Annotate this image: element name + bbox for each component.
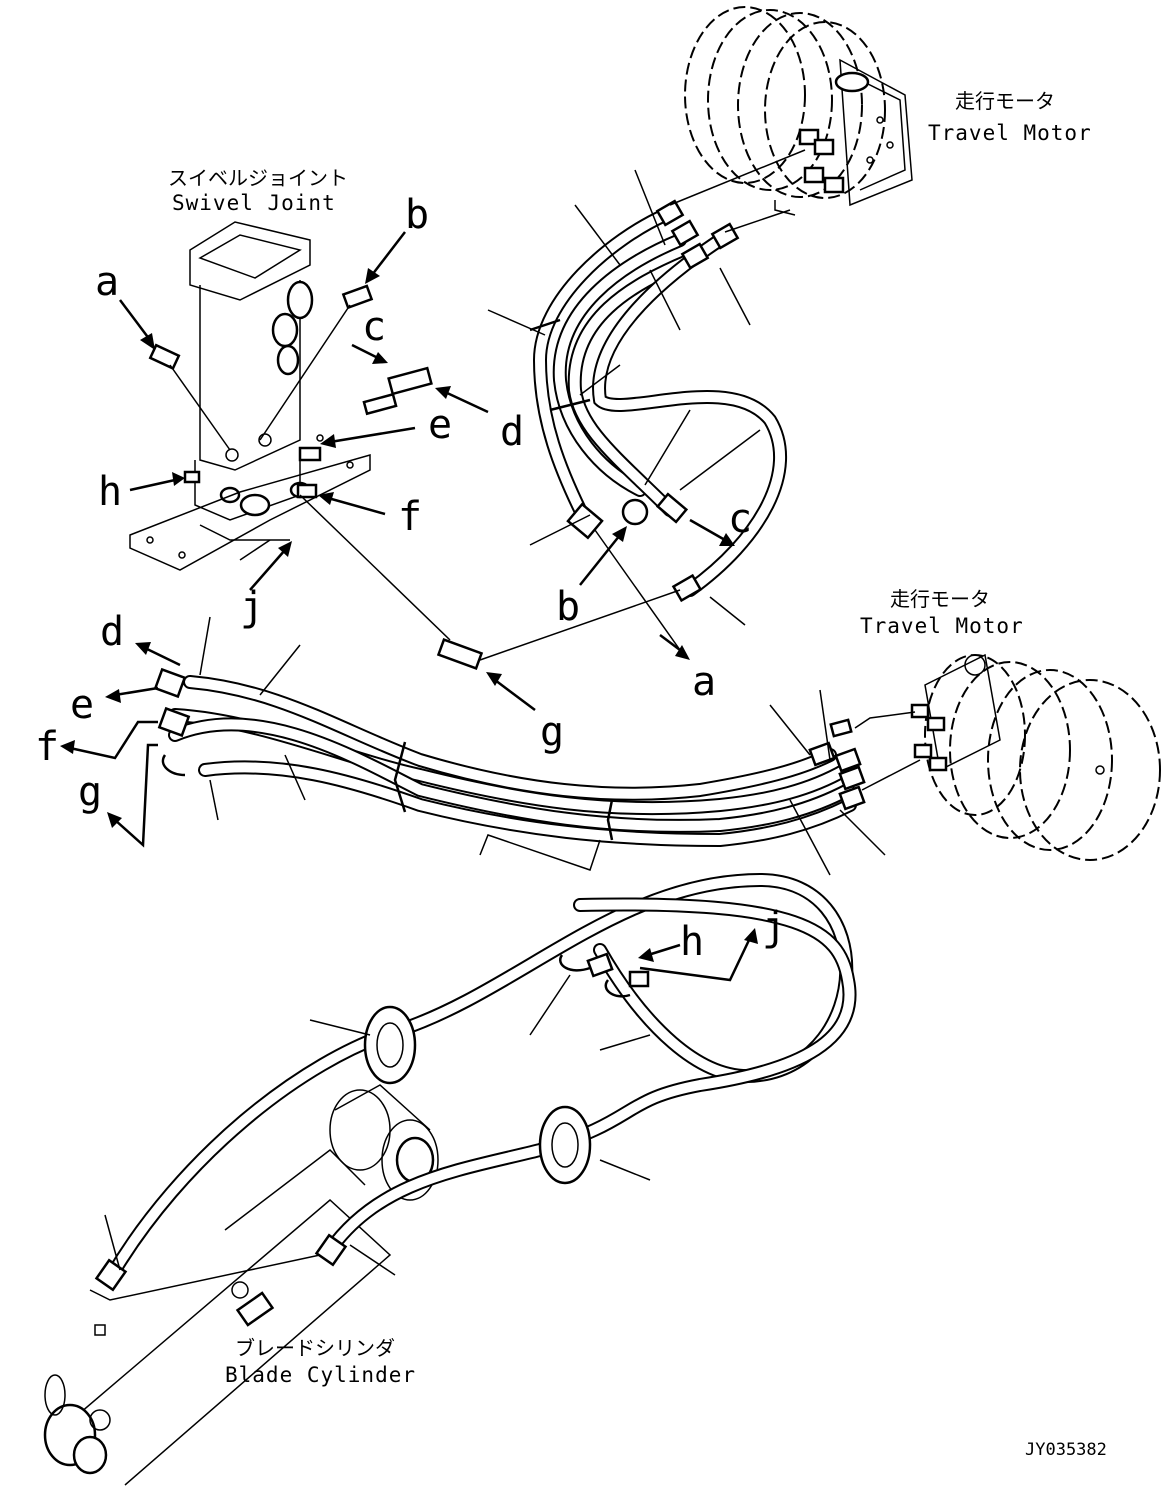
arrow-a1 xyxy=(119,299,155,350)
blade-hose-lines xyxy=(94,872,857,1292)
fitting-h xyxy=(183,470,201,484)
callout-a-bundle: a xyxy=(692,659,716,705)
callout-d-swivel: d xyxy=(500,409,524,455)
arrow-f2 xyxy=(60,720,158,760)
swivel-joint-drawing xyxy=(129,221,371,571)
arrow-b2 xyxy=(579,526,627,586)
swivel-joint-label-jp: スイベルジョイント xyxy=(168,166,348,190)
blade-cylinder-label: Blade Cylinder xyxy=(225,1363,416,1387)
fitting-c xyxy=(387,366,433,396)
callout-j-blade: j xyxy=(762,904,786,950)
travel-motor-upper-label-jp: 走行モータ xyxy=(955,89,1055,113)
fitting-g xyxy=(436,638,484,670)
callout-e-bundle: e xyxy=(70,682,94,728)
travel-motor-lower-label: Travel Motor xyxy=(860,614,1024,638)
arrow-h1 xyxy=(129,472,185,492)
travel-motor-lower-label-jp: 走行モータ xyxy=(890,587,990,611)
travel-motor-upper-label: Travel Motor xyxy=(928,121,1092,145)
swivel-joint-label: Swivel Joint xyxy=(172,191,336,215)
arrow-e2 xyxy=(105,686,159,703)
blade-cylinder-label-jp: ブレードシリンダ xyxy=(235,1336,395,1360)
callout-b-bundle: b xyxy=(556,584,580,630)
arrow-h2 xyxy=(638,943,681,962)
callout-b-swivel: b xyxy=(405,192,429,238)
callout-h-swivel: h xyxy=(98,469,122,515)
fitting-a xyxy=(148,343,181,371)
callout-a-swivel: a xyxy=(95,259,119,305)
callout-c-bundle: c xyxy=(728,496,752,542)
callout-j-swivel: j xyxy=(240,584,264,630)
arrow-e1 xyxy=(320,426,416,448)
arrow-d1 xyxy=(435,386,489,414)
middle-hose-bundle xyxy=(153,667,866,848)
arrow-j2 xyxy=(639,928,758,982)
callout-d-bundle: d xyxy=(100,609,124,655)
arrow-g1 xyxy=(486,672,536,711)
fitting-d xyxy=(362,392,398,416)
arrow-d2 xyxy=(135,642,181,667)
callout-h-blade: h xyxy=(680,919,704,965)
callout-g-bundle: g xyxy=(540,709,564,755)
arrow-c1 xyxy=(351,343,388,364)
callout-g-bundle-left: g xyxy=(78,769,102,815)
arrow-g2 xyxy=(107,743,158,848)
arrow-j1 xyxy=(249,541,292,591)
callout-e-swivel: e xyxy=(428,402,452,448)
drawing-code: JY035382 xyxy=(1025,1440,1107,1460)
fitting-f xyxy=(296,483,318,499)
travel-motor-lower-drawing xyxy=(829,653,1161,861)
travel-motor-upper-drawing xyxy=(684,6,913,207)
callout-f-swivel: f xyxy=(398,494,422,540)
fitting-b xyxy=(341,284,374,310)
fitting-e xyxy=(298,446,322,462)
callout-c-swivel: c xyxy=(362,304,386,350)
blade-cylinder-drawing xyxy=(43,1084,439,1486)
callout-f-bundle: f xyxy=(35,724,59,770)
arrow-b1 xyxy=(365,231,406,284)
arrow-c2 xyxy=(689,518,735,546)
upper-hose-bundle xyxy=(529,199,787,603)
arrow-f1 xyxy=(318,492,386,516)
arrow-a2 xyxy=(659,634,690,660)
